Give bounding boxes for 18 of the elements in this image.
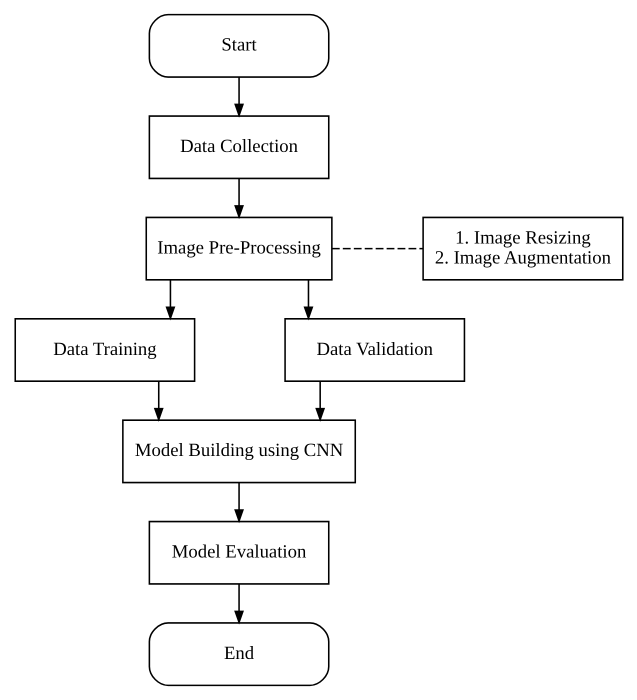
node-box: 1. Image Resizing 2. Image Augmentation	[422, 216, 624, 281]
arrow	[234, 77, 244, 118]
arrow	[165, 280, 175, 321]
arrow	[234, 178, 244, 220]
node-box: Data Training	[14, 318, 195, 382]
node-box: Start	[148, 14, 330, 78]
node-box: End	[148, 622, 330, 686]
connector	[332, 248, 422, 250]
arrow	[153, 382, 164, 422]
node-box: Model Building using CNN	[122, 419, 356, 484]
arrow	[303, 280, 313, 321]
node-box: Data Collection	[148, 115, 330, 180]
arrow	[314, 382, 325, 422]
node-box: Model Evaluation	[148, 520, 330, 585]
node-box: Image Pre-Processing	[144, 216, 332, 281]
arrow	[234, 584, 244, 625]
arrow	[234, 482, 244, 524]
node-box: Data Validation	[284, 318, 465, 382]
